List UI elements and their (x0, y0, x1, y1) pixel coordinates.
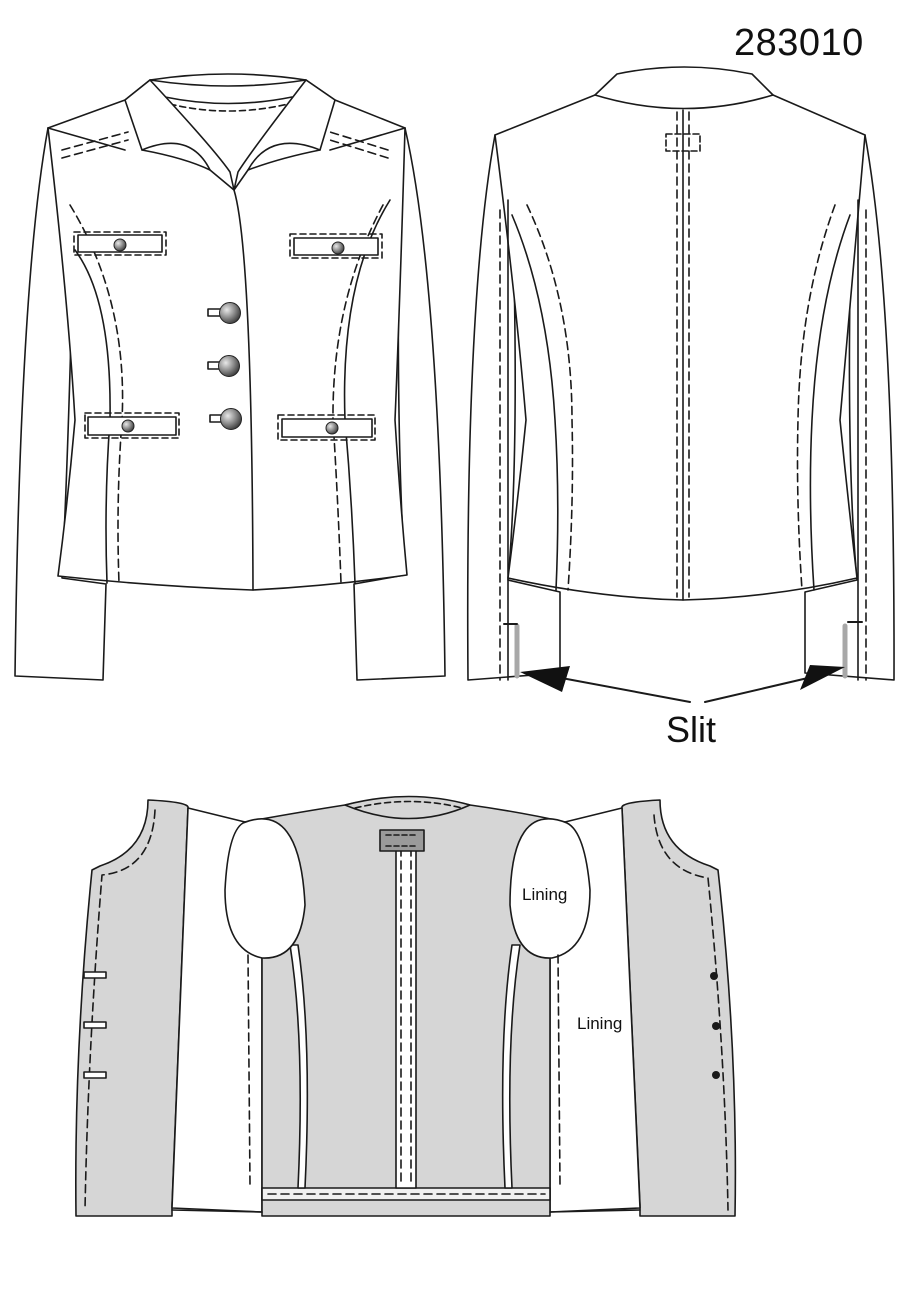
front-view (14, 73, 446, 681)
inside-left-facing (75, 799, 189, 1217)
front-tab (277, 414, 376, 441)
inside-center-seam (395, 844, 417, 1189)
inside-button (710, 972, 718, 980)
slit-marker (842, 621, 863, 679)
inside-right-facing (621, 799, 737, 1217)
back-left-sleeve (466, 134, 561, 681)
slit-marker (503, 623, 520, 679)
inside-right-sleeve-lining (509, 818, 591, 959)
slit-label: Slit (666, 709, 716, 750)
back-collar (594, 94, 774, 110)
front-tab (84, 412, 180, 439)
inside-hanger-tab (379, 829, 425, 852)
back-view: Slit (466, 66, 895, 750)
front-center-line (233, 189, 254, 591)
inside-button (712, 1071, 720, 1079)
lining-label-sleeve: Lining (522, 885, 567, 904)
back-body (494, 66, 866, 601)
buttonhole (83, 971, 107, 979)
buttonhole (83, 1021, 107, 1029)
inside-button (712, 1022, 720, 1030)
slit-arrow (704, 665, 845, 703)
buttonhole (83, 1071, 107, 1079)
front-back-neck-band (149, 79, 307, 105)
pattern-number: 283010 (734, 22, 864, 64)
front-button (209, 408, 242, 430)
front-collar (124, 79, 235, 191)
front-button (207, 355, 240, 377)
inside-view: Lining Lining (75, 795, 737, 1217)
back-princess-seam-right (809, 214, 851, 591)
inside-left-sleeve-lining (224, 818, 306, 959)
hanger-loop (665, 133, 701, 152)
front-tab (289, 233, 383, 259)
back-right-sleeve (804, 134, 895, 681)
front-body (47, 73, 408, 591)
front-button (207, 302, 241, 324)
lining-label-body: Lining (577, 1014, 622, 1033)
slit-arrow (520, 666, 691, 703)
back-princess-seam-left (511, 214, 559, 591)
front-tab (73, 231, 167, 256)
inside-neck-band (344, 795, 471, 820)
